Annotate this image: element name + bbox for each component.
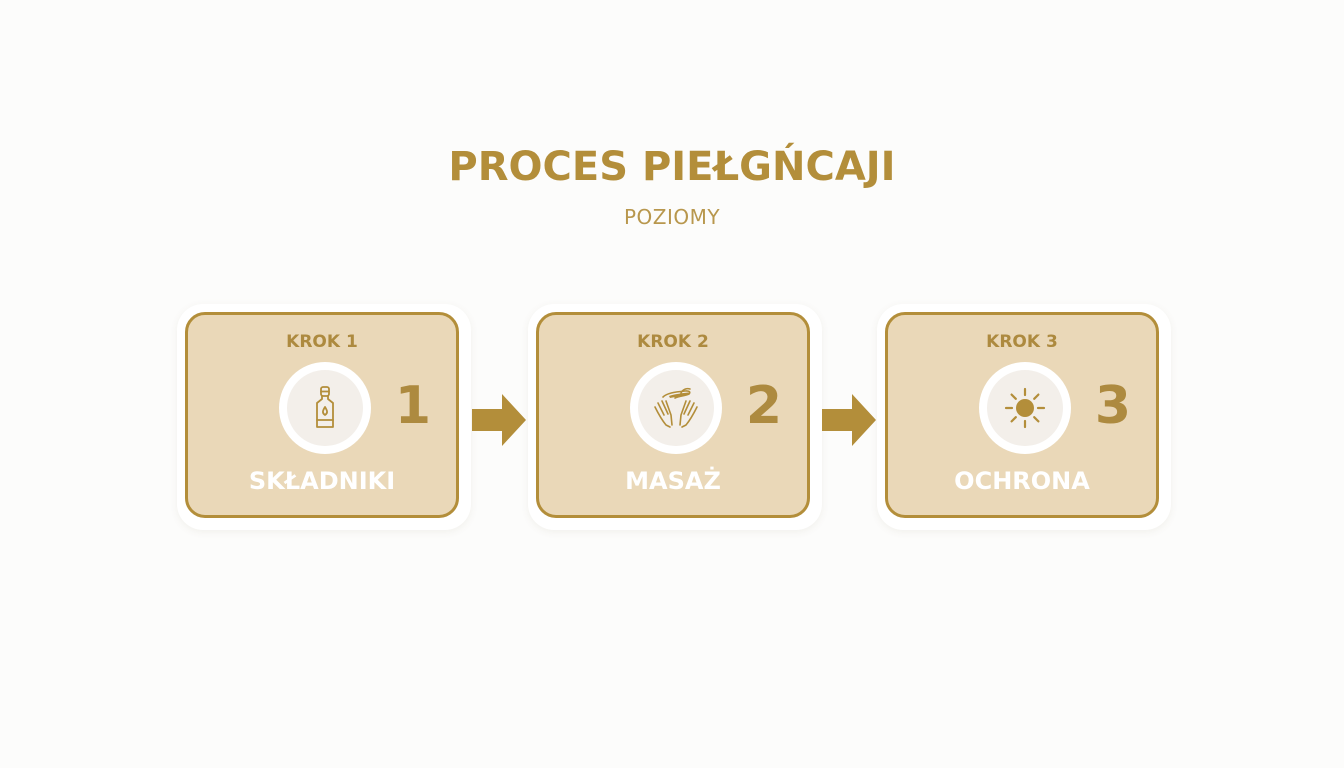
step-name: MASAŻ — [625, 467, 721, 495]
step-card-1: KROK 1 1 SKŁADNIKI — [177, 304, 471, 530]
step-icon-circle — [279, 362, 371, 454]
serum-bottle-icon — [287, 370, 363, 446]
step-icon-circle — [979, 362, 1071, 454]
step-card-panel: KROK 2 — [536, 312, 810, 518]
step-name: SKŁADNIKI — [248, 467, 396, 495]
step-label: KROK 3 — [986, 332, 1058, 352]
page-subtitle: POZIOMY — [623, 205, 721, 229]
step-number: 1 — [394, 376, 432, 436]
page-title: PROCES PIEŁGŃCAJI — [448, 144, 896, 190]
step-icon-circle — [630, 362, 722, 454]
step-card-2: KROK 2 — [528, 304, 822, 530]
massage-hands-icon — [638, 370, 714, 446]
step-number: 2 — [745, 376, 783, 436]
arrow-right-icon — [472, 394, 526, 446]
step-label: KROK 1 — [286, 332, 358, 352]
step-name: OCHRONA — [954, 467, 1090, 495]
arrow-right-icon — [822, 394, 876, 446]
step-card-3: KROK 3 3 OCHR — [877, 304, 1171, 530]
step-card-panel: KROK 3 3 OCHR — [885, 312, 1159, 518]
step-number: 3 — [1094, 376, 1132, 436]
step-label: KROK 2 — [637, 332, 709, 352]
step-card-panel: KROK 1 1 SKŁADNIKI — [185, 312, 459, 518]
sun-icon — [987, 370, 1063, 446]
